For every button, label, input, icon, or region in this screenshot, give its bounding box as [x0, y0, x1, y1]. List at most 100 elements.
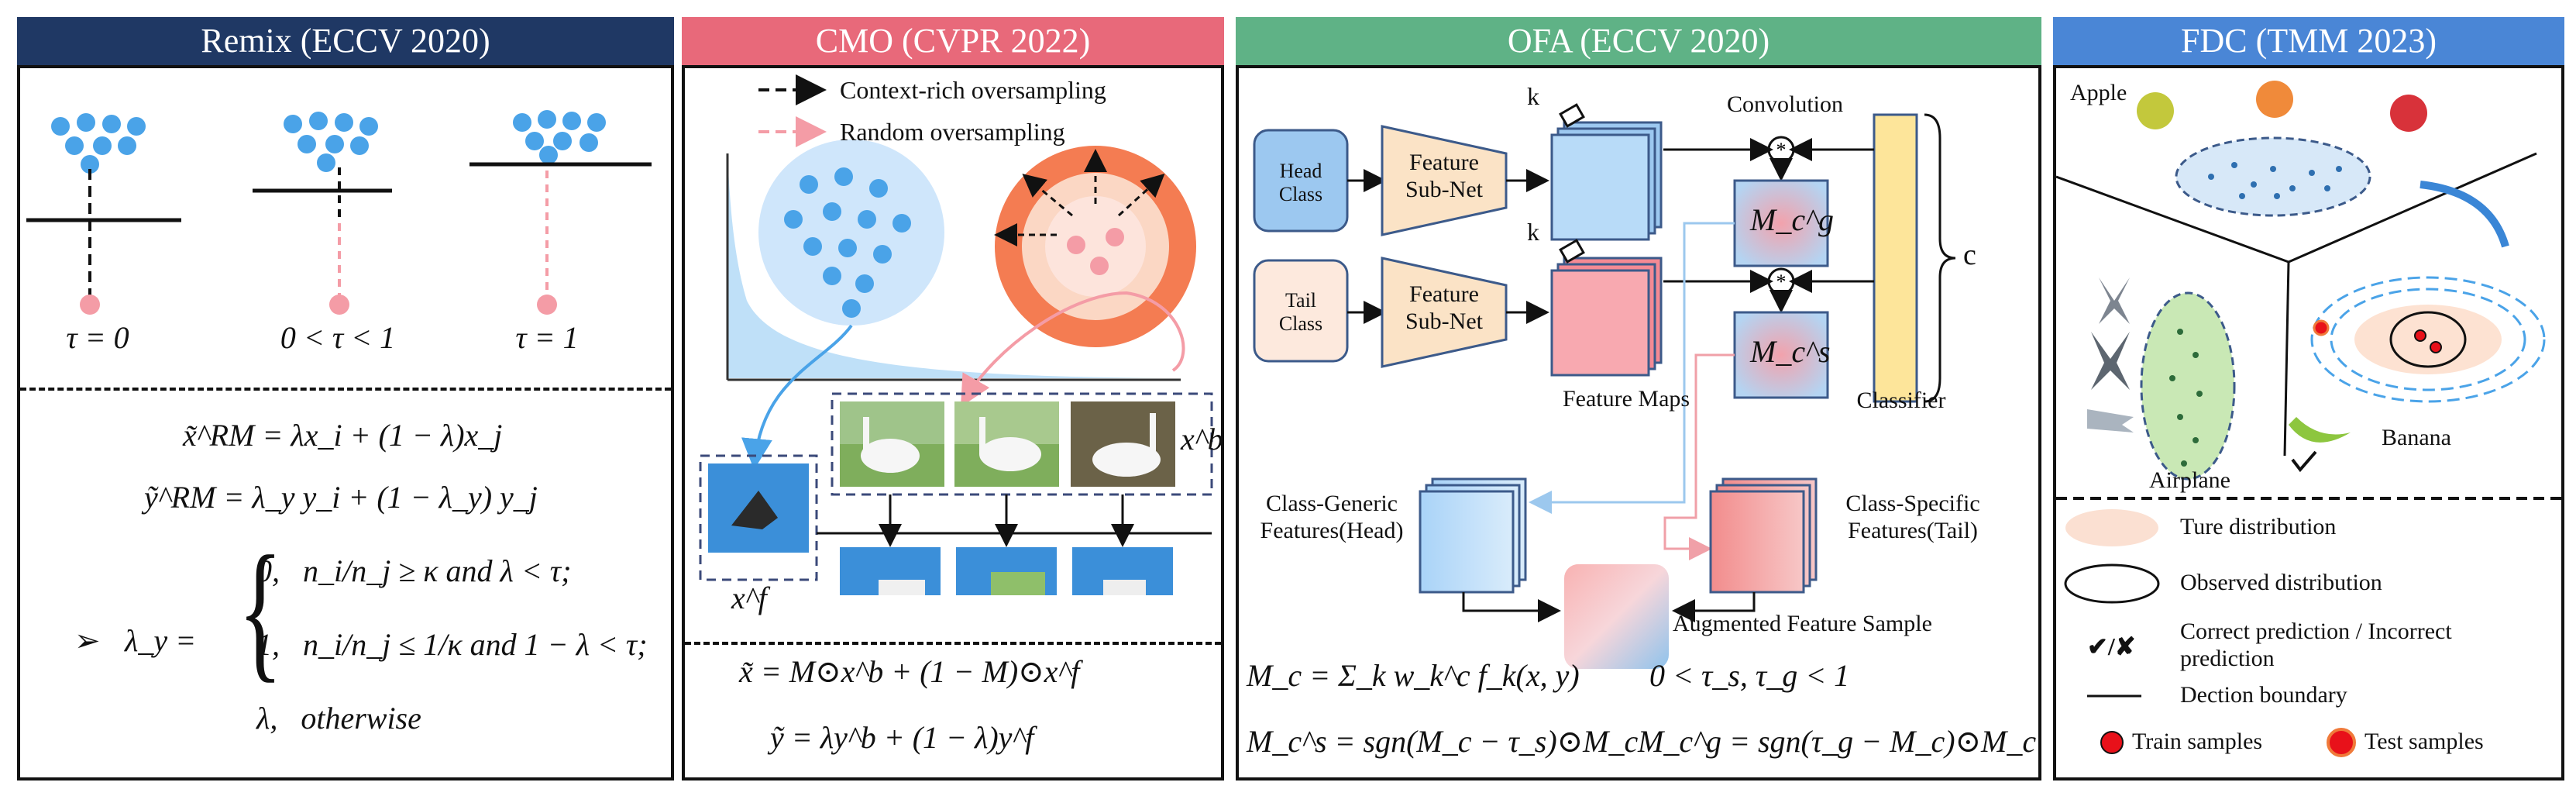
remix-eq2: ỹ^RM = λ_y y_i + (1 − λ_y) y_j: [144, 480, 538, 515]
remix-group-tau1: [469, 110, 652, 315]
ofa-feature-maps-tail: [1550, 257, 1663, 377]
fdc-legend-observed-dist: [2064, 563, 2160, 604]
ofa-class-specific-cube: [1709, 477, 1818, 594]
cmo-xf-label: x^f: [731, 581, 767, 615]
fdc-apple-cluster: [2175, 136, 2371, 217]
fdc-airplane-cluster: [2140, 291, 2236, 481]
ofa-mcs-label: M_c^s: [1750, 334, 1831, 369]
ofa-k-tail: k: [1527, 218, 1539, 246]
ofa-eq2: M_c^s = sgn(M_c − τ_s)⊙M_c: [1247, 724, 1639, 759]
fdc-legend-train-dot: [2100, 731, 2124, 754]
fdc-legend-true-label: Ture distribution: [2180, 514, 2337, 539]
ofa-eq1: M_c = Σ_k w_k^c f_k(x, y): [1247, 658, 1580, 693]
panel-remix: Remix (ECCV 2020): [17, 17, 674, 780]
cmo-eq1: x̃ = M⊙x^b + (1 − M)⊙x^f: [739, 654, 1080, 689]
ofa-box: * *: [1236, 65, 2041, 780]
fdc-legend-true-dist: [2065, 509, 2158, 546]
cmo-arrow-blue: [741, 324, 853, 470]
fdc-banana-label: Banana: [2382, 425, 2451, 450]
ofa-subnet-tail: [1381, 257, 1508, 368]
cmo-arrow-pink: [961, 291, 1185, 407]
fdc-banana-cluster: [2310, 276, 2546, 403]
fdc-check-icon: [2291, 450, 2317, 473]
panel-ofa: OFA (ECCV 2020): [1236, 17, 2041, 780]
ofa-eq3: M_c^g = sgn(τ_g − M_c)⊙M_c: [1638, 724, 2037, 759]
ofa-augmented-label: Augmented Feature Sample: [1673, 611, 1932, 636]
fdc-legend-test-dot: [2327, 728, 2356, 757]
remix-diagram: [26, 110, 652, 315]
cmo-divider: [685, 642, 1221, 645]
ofa-head-class-label: Head Class: [1278, 160, 1323, 205]
cmo-legend-context: Context-rich oversampling: [840, 76, 1106, 104]
panel-fdc: FDC (TMM 2023): [2053, 17, 2564, 780]
remix-lambda-lhs: λ_y =: [125, 623, 197, 658]
ofa-class-generic-label: Class-Generic Features(Head): [1260, 491, 1404, 543]
fdc-airplane-icon-2: [2091, 332, 2130, 390]
ofa-k-head: k: [1527, 82, 1539, 110]
svg-text:*: *: [1776, 139, 1787, 161]
ofa-feature-maps-label: Feature Maps: [1562, 386, 1690, 412]
remix-case-2: λ, otherwise: [256, 701, 421, 736]
cmo-xb-label: x^b: [1181, 422, 1223, 457]
fdc-legend-prediction-label: Correct prediction / Incorrect predictio…: [2180, 619, 2452, 671]
remix-tau-label-2: τ = 1: [515, 320, 579, 355]
panel-cmo: CMO (CVPR 2022): [682, 17, 1224, 780]
fdc-apple-icon-1: [2137, 92, 2174, 129]
svg-text:*: *: [1776, 271, 1787, 293]
ofa-tail-class-box: [1253, 259, 1349, 363]
remix-group-tau0: [26, 113, 181, 315]
fdc-legend-train-label: Train samples: [2132, 729, 2263, 754]
cmo-eq2: ỹ = λy^b + (1 − λ)y^f: [770, 720, 1034, 755]
remix-eq1: x̃^RM = λx_i + (1 − λ)x_j: [183, 418, 503, 453]
remix-group-taumid: [253, 112, 392, 315]
fdc-apple-icon-3: [2390, 95, 2427, 132]
ofa-tail-class-label: Tail Class: [1278, 289, 1323, 335]
remix-bullet: ➢: [74, 623, 101, 658]
cmo-header: CMO (CVPR 2022): [682, 17, 1224, 65]
fdc-legend-boundary-label: Dection boundary: [2180, 682, 2347, 708]
ofa-diagram: * *: [1253, 103, 1956, 669]
ofa-convolution-label: Convolution: [1726, 91, 1843, 117]
fdc-header: FDC (TMM 2023): [2053, 17, 2564, 65]
ofa-subnet-head-label: Feature Sub-Net: [1405, 150, 1483, 202]
cmo-head-cluster: [758, 140, 944, 326]
fdc-apple-label: Apple: [2070, 80, 2127, 105]
fdc-diagram: [2056, 81, 2561, 757]
ofa-mcg-map: [1733, 179, 1829, 267]
fdc-airplane-icon-3: [2087, 409, 2134, 432]
cmo-xb-box: [831, 392, 1213, 496]
remix-divider: [20, 388, 671, 391]
ofa-subnet-head: [1381, 125, 1508, 236]
cmo-box: Context-rich oversampling Random oversam…: [682, 65, 1224, 780]
ofa-feature-maps-head: [1550, 121, 1663, 241]
ofa-mcg-label: M_c^g: [1750, 202, 1834, 237]
cmo-xf-box: [699, 454, 818, 581]
remix-tau-label-1: 0 < τ < 1: [280, 320, 396, 355]
cmo-legend-random: Random oversampling: [840, 118, 1065, 146]
ofa-classifier: [1873, 113, 1918, 403]
ofa-c-brace: [1924, 113, 1956, 403]
ofa-c-label: c: [1963, 239, 1976, 271]
fdc-airplane-label: Airplane: [2149, 467, 2230, 493]
fdc-legend-checkcross: ✔/✘: [2087, 632, 2136, 660]
fdc-banana-icon: [2289, 417, 2351, 443]
fdc-airplane-icon-1: [2099, 277, 2130, 324]
fdc-box: Apple Airplane Banana Ture distribution …: [2053, 65, 2564, 780]
fdc-legend-test-label: Test samples: [2364, 729, 2484, 754]
fdc-legend-observed-label: Observed distribution: [2180, 570, 2382, 595]
ofa-class-specific-label: Class-Specific Features(Tail): [1845, 491, 1980, 543]
ofa-header: OFA (ECCV 2020): [1236, 17, 2041, 65]
ofa-class-generic-cube: [1419, 477, 1527, 594]
remix-header: Remix (ECCV 2020): [17, 17, 674, 65]
remix-case-1: 1, n_i/n_j ≤ 1/κ and 1 − λ < τ;: [256, 627, 648, 662]
remix-brace: {: [238, 525, 283, 696]
cmo-diagram: [699, 74, 1213, 595]
ofa-subnet-tail-label: Feature Sub-Net: [1405, 281, 1483, 334]
ofa-augmented-sample: [1564, 564, 1669, 669]
fdc-apple-icon-2: [2256, 81, 2293, 118]
remix-box: τ = 0 0 < τ < 1 τ = 1 x̃^RM = λx_i + (1 …: [17, 65, 674, 780]
ofa-classifier-label: Classifier: [1856, 388, 1946, 413]
cmo-longtail-curve: [727, 153, 1181, 378]
remix-tau-label-0: τ = 0: [66, 320, 129, 355]
remix-case-0: 0, n_i/n_j ≥ κ and λ < τ;: [256, 553, 572, 588]
